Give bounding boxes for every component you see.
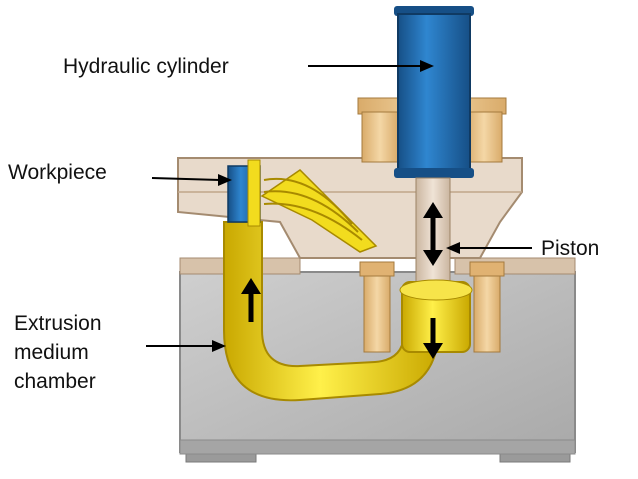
workpiece-billet [227,159,261,227]
extrusion-die-fan [260,169,378,253]
piston-guides [359,261,505,353]
workpiece-label: Workpiece [8,161,107,184]
hydraulic-cylinder-body [394,6,474,178]
leader-hydraulic-cylinder [308,60,434,72]
extrusion-label-line3: chamber [14,370,96,393]
up-arrow-left [241,278,261,322]
extrusion-chamber-label: Extrusion medium chamber [14,309,102,396]
leader-lines [146,60,532,352]
leader-workpiece [151,174,232,186]
flow-arrows [241,202,443,359]
piston-double-arrow [423,202,443,266]
leader-extrusion-chamber [146,340,226,352]
extrusion-medium [223,221,473,402]
piston-label: Piston [541,237,600,260]
leader-piston [446,242,532,254]
hydraulic-cylinder-label: Hydraulic cylinder [63,55,229,78]
extrusion-label-line2: medium [14,341,89,364]
down-arrow-right [423,318,443,359]
extrusion-label-line1: Extrusion [14,312,102,335]
